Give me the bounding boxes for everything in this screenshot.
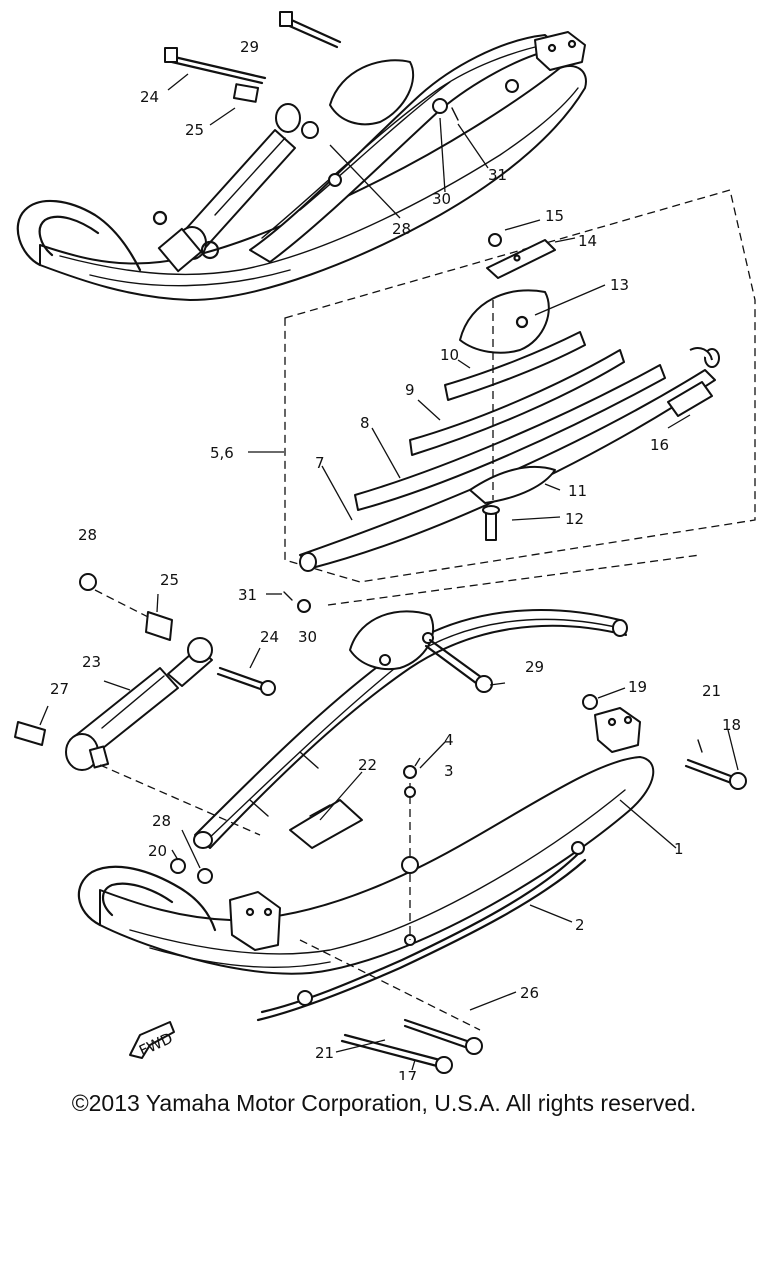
callout-22: 22 xyxy=(358,756,377,774)
callout-25-top: 25 xyxy=(185,121,204,139)
leaf-spring-exploded xyxy=(248,189,756,583)
callout-31-bottom: 31 xyxy=(238,586,257,604)
callout-28-bottom: 28 xyxy=(152,812,171,830)
callout-31-top: 31 xyxy=(488,166,507,184)
callout-17: 17 xyxy=(398,1068,417,1080)
callout-30-bottom: 30 xyxy=(298,628,317,646)
callout-19: 19 xyxy=(628,678,647,696)
callout-21-right: 21 xyxy=(702,682,721,700)
callout-labels: 29 24 25 28 30 31 15 14 13 10 9 8 5,6 7 … xyxy=(50,38,741,1080)
callout-13: 13 xyxy=(610,276,629,294)
callout-23: 23 xyxy=(82,653,101,671)
callout-10: 10 xyxy=(440,346,459,364)
callout-7: 7 xyxy=(315,454,325,472)
callout-5-6: 5,6 xyxy=(210,444,234,462)
callout-3: 3 xyxy=(444,762,454,780)
callout-29-top: 29 xyxy=(240,38,259,56)
callout-2: 2 xyxy=(575,916,585,934)
ski-assembly-diagram: FWD 29 24 25 28 30 31 15 14 13 10 9 8 5,… xyxy=(14,11,756,1080)
callout-26: 26 xyxy=(520,984,539,1002)
callout-8: 8 xyxy=(360,414,370,432)
callout-25-bottom: 25 xyxy=(160,571,179,589)
callout-1: 1 xyxy=(674,840,684,858)
callout-9: 9 xyxy=(405,381,415,399)
callout-4: 4 xyxy=(444,731,454,749)
callout-27: 27 xyxy=(50,680,69,698)
callout-11: 11 xyxy=(568,482,587,500)
callout-14: 14 xyxy=(578,232,597,250)
callout-24-top: 24 xyxy=(140,88,159,106)
callout-30-top: 30 xyxy=(432,190,451,208)
callout-29-bottom: 29 xyxy=(525,658,544,676)
callout-15: 15 xyxy=(545,207,564,225)
callout-24-bottom: 24 xyxy=(260,628,279,646)
copyright-notice: ©2013 Yamaha Motor Corporation, U.S.A. A… xyxy=(71,1090,697,1116)
fwd-arrow-icon: FWD xyxy=(129,1021,176,1060)
callout-16: 16 xyxy=(650,436,669,454)
callout-12: 12 xyxy=(565,510,584,528)
bottom-shock-absorber xyxy=(65,637,213,771)
callout-20: 20 xyxy=(148,842,167,860)
bottom-ski-exploded xyxy=(14,554,747,1074)
callout-28-top: 28 xyxy=(392,220,411,238)
top-shock-absorber xyxy=(152,103,301,273)
callout-18: 18 xyxy=(722,716,741,734)
callout-28-left: 28 xyxy=(78,526,97,544)
top-ski-assembly xyxy=(16,11,587,301)
callout-21-bottom: 21 xyxy=(315,1044,334,1062)
